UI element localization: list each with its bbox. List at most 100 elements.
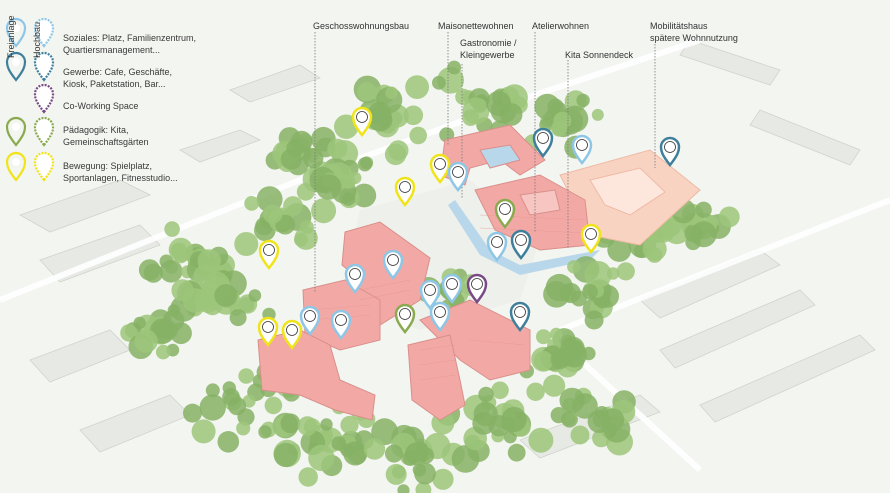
tree: [214, 284, 238, 307]
tree: [491, 381, 509, 400]
legend-line: Quartiersmanagement...: [63, 45, 161, 55]
tree: [244, 196, 260, 211]
tree: [320, 418, 333, 431]
legend-text-soziales: Soziales: Platz, Familienzentrum, Quarti…: [63, 32, 196, 56]
tree: [311, 198, 337, 224]
tree: [363, 438, 386, 460]
tree: [695, 201, 712, 218]
legend-header-hochbau: Hochbau: [32, 21, 42, 58]
tree: [570, 425, 590, 445]
label-maisonettewohnen: Maisonettewohnen: [438, 21, 514, 31]
tree: [164, 221, 180, 237]
legend-line: Sportanlagen, Fitnesstudio...: [63, 173, 178, 183]
tree: [385, 444, 403, 463]
label-atelierwohnen: Atelierwohnen: [532, 21, 590, 31]
map-pin-0: [351, 106, 373, 138]
tree: [385, 86, 398, 100]
tree: [248, 289, 262, 302]
tree: [549, 327, 563, 341]
legend-pin-hochbau-gewerbe: [33, 51, 55, 82]
legend-header-freianlage: Freianlage: [6, 15, 16, 58]
tree: [536, 329, 551, 345]
tree: [507, 443, 526, 462]
building-mobility: [559, 149, 701, 246]
tree: [591, 108, 604, 121]
tree: [567, 260, 581, 274]
tree: [642, 237, 667, 261]
tree: [197, 249, 221, 273]
tree: [560, 282, 581, 304]
tree: [155, 344, 171, 360]
tree: [341, 174, 356, 189]
water-strip: [448, 200, 600, 275]
tree: [403, 105, 424, 126]
streets: [0, 37, 890, 473]
tree: [315, 174, 342, 200]
tree: [134, 329, 158, 353]
tree: [543, 374, 566, 397]
tree: [572, 393, 598, 419]
tree: [451, 445, 480, 473]
tree: [582, 346, 596, 361]
tree: [415, 481, 432, 493]
map-pin-1: [429, 153, 451, 185]
tree: [478, 386, 494, 403]
label-geschosswohnungsbau: Geschosswohnungsbau: [313, 21, 410, 31]
map-pin-16: [466, 273, 488, 305]
tree: [528, 427, 554, 453]
tree: [159, 320, 179, 340]
map-pin-3: [532, 127, 554, 159]
map-pin-9: [510, 229, 532, 261]
tree: [280, 148, 302, 170]
tree: [561, 410, 578, 428]
tree: [133, 316, 146, 330]
map-pin-19: [330, 309, 352, 341]
tree: [534, 93, 561, 120]
map-pin-4: [571, 134, 593, 166]
tree: [584, 310, 604, 330]
tree: [138, 259, 161, 281]
building-atelier: [474, 174, 591, 251]
map-pin-15: [441, 273, 463, 305]
tree: [584, 261, 612, 289]
tree: [280, 413, 301, 434]
tree: [194, 286, 221, 313]
tree: [501, 406, 527, 433]
legend-pin-hochbau-coworking: [33, 83, 55, 114]
tree: [371, 418, 398, 446]
map-pin-13: [382, 249, 404, 281]
legend-pin-hochbau-bewegung: [33, 151, 55, 182]
tree: [258, 425, 272, 439]
tree: [297, 416, 318, 436]
tree: [601, 408, 625, 432]
legend-pin-freianlage-gewerbe: [5, 51, 27, 82]
legend-text-gewerbe: Gewerbe: Cafe, Geschäfte, Kiosk, Paketst…: [63, 66, 172, 90]
legend-line: Bewegung: Spielplatz,: [63, 161, 153, 171]
tree: [385, 463, 407, 485]
legend-text-coworking: Co-Working Space: [63, 100, 138, 112]
tree: [171, 279, 194, 302]
legend-pin-freianlage-paedagogik: [5, 116, 27, 147]
tree: [308, 444, 335, 472]
tree: [237, 408, 255, 426]
label-line: Gastronomie /: [460, 38, 517, 48]
map-pin-6: [447, 161, 469, 193]
map-pin-20: [394, 303, 416, 335]
tree: [217, 431, 240, 453]
tree: [222, 381, 236, 395]
tree: [236, 421, 251, 436]
tree: [343, 441, 368, 466]
tree: [607, 237, 632, 262]
tree: [526, 382, 545, 401]
label-line: Mobilitätshaus: [650, 21, 708, 31]
legend-line: Pädagogik: Kita,: [63, 125, 129, 135]
tree: [576, 93, 590, 108]
tree: [170, 243, 184, 258]
tree: [229, 309, 247, 327]
tree: [533, 351, 554, 371]
tree: [238, 368, 254, 384]
map-pin-14: [419, 279, 441, 311]
tree: [718, 206, 740, 228]
